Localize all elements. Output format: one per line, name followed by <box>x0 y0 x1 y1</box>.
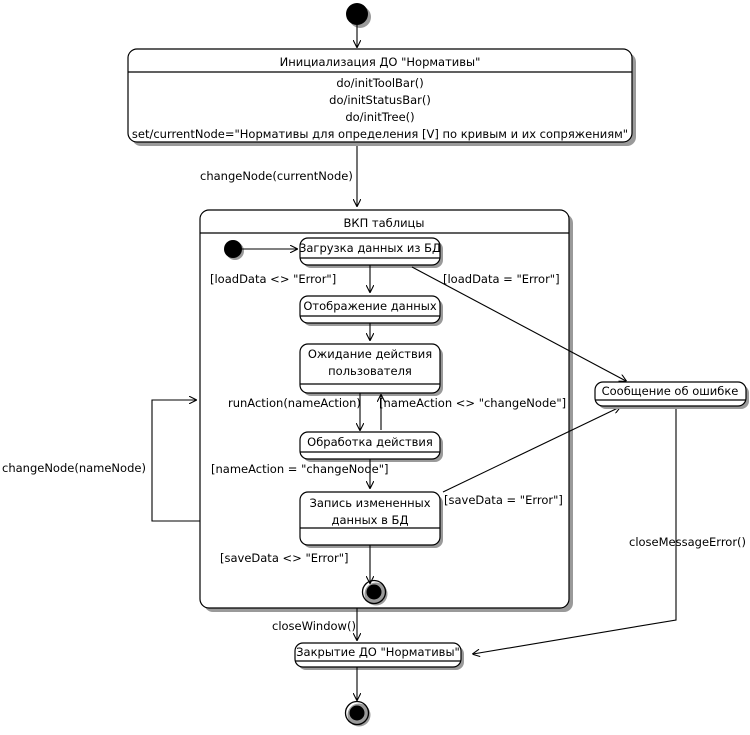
substate-load-data[interactable]: Загрузка данных из БД <box>299 237 443 268</box>
transition-change-node-loop <box>151 400 200 522</box>
transition-label-change-node: changeNode(nameNode) <box>2 461 146 475</box>
transition-label-close-message-error: closeMessageError() <box>629 535 746 549</box>
substate-label: Отображение данных <box>303 299 437 313</box>
substate-label: Загрузка данных из БД <box>299 241 441 255</box>
state-error-message[interactable]: Сообщение об ошибке <box>594 381 749 409</box>
initial-state-start <box>346 3 371 28</box>
guard-name-action-not-change-node: [nameAction <> "changeNode"] <box>379 396 566 410</box>
state-title: Инициализация ДО "Нормативы" <box>280 55 481 69</box>
state-label: Сообщение об ошибке <box>602 384 739 398</box>
state-label: Закрытие ДО "Нормативы" <box>296 645 460 659</box>
guard-name-action-is-change-node: [nameAction = "changeNode"] <box>211 462 388 476</box>
transition-save-to-error <box>442 407 620 493</box>
composite-state-title: ВКП таблицы <box>344 216 425 230</box>
state-initialization[interactable]: Инициализация ДО "Нормативы" do/initTool… <box>127 48 636 146</box>
substate-label-line1: Запись измененных <box>309 496 430 510</box>
substate-display-data[interactable]: Отображение данных <box>299 295 443 326</box>
guard-save-data-error: [saveData = "Error"] <box>444 493 563 507</box>
transition-label-change-current-node: changeNode(currentNode) <box>200 169 353 183</box>
state-action-1: do/initToolBar() <box>336 76 423 90</box>
initial-state-inner <box>224 240 244 260</box>
state-action-4: set/currentNode="Нормативы для определен… <box>132 127 628 141</box>
guard-load-data-ok: [loadData <> "Error"] <box>210 272 336 286</box>
final-state-inner <box>361 579 388 606</box>
transition-label-run-action: runAction(nameAction) <box>228 396 361 410</box>
guard-load-data-error: [loadData = "Error"] <box>443 272 560 286</box>
state-action-2: do/initStatusBar() <box>329 93 431 107</box>
guard-save-data-ok: [saveData <> "Error"] <box>220 551 349 565</box>
final-state <box>344 700 371 727</box>
transition-label-close-window: closeWindow() <box>272 619 356 633</box>
state-close-document[interactable]: Закрытие ДО "Нормативы" <box>294 642 464 670</box>
substate-process-action[interactable]: Обработка действия <box>299 431 443 462</box>
state-action-3: do/initTree() <box>345 110 414 124</box>
substate-label-line1: Ожидание действия <box>308 347 432 361</box>
substate-save-data[interactable]: Запись измененных данных в БД <box>299 491 443 548</box>
substate-wait-user-action[interactable]: Ожидание действия пользователя <box>299 343 443 396</box>
composite-state-vkp-tablicy[interactable]: ВКП таблицы <box>199 209 573 612</box>
transition-load-to-error <box>411 266 626 381</box>
substate-label-line2: пользователя <box>328 364 412 378</box>
substate-label-line2: данных в БД <box>332 513 409 527</box>
transition-close-message-error <box>473 409 677 654</box>
substate-label: Обработка действия <box>307 435 433 449</box>
